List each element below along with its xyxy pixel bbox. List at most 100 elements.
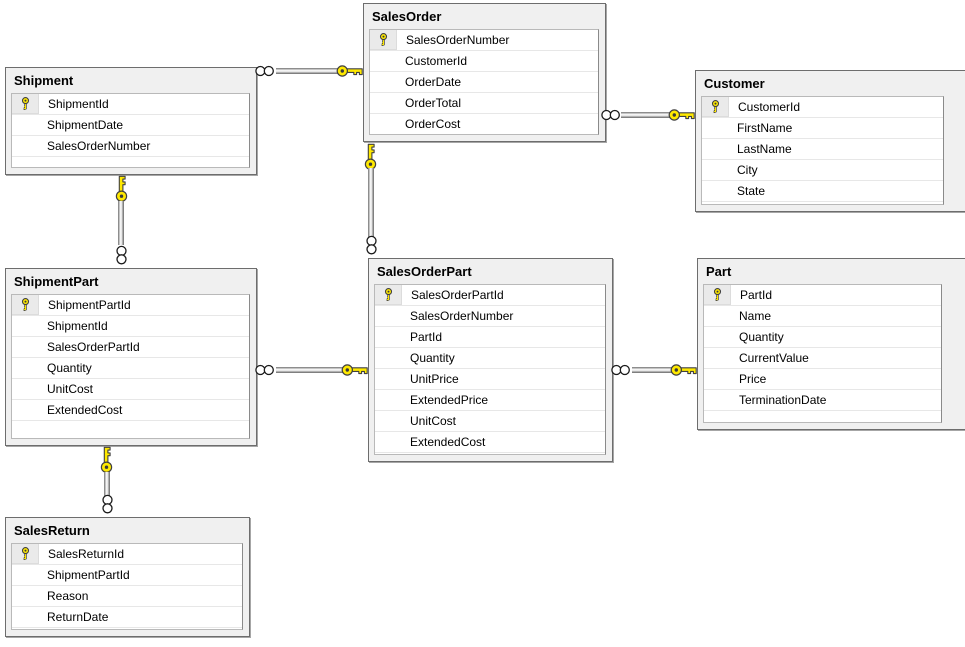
column-name: CustomerId	[738, 100, 801, 114]
table-row[interactable]: ExtendedCost	[375, 432, 605, 453]
row-icon-cell	[375, 348, 401, 368]
column-name: SalesOrderNumber	[410, 309, 514, 323]
relationship-line[interactable]	[276, 367, 344, 373]
table-row[interactable]: ShipmentPartId	[12, 565, 242, 586]
table-row[interactable]: CustomerId	[370, 51, 598, 72]
row-icon-cell	[12, 136, 38, 156]
row-icon-cell	[702, 139, 728, 159]
row-icon-cell	[12, 586, 38, 606]
column-name: ExtendedCost	[47, 403, 123, 417]
table-title: SalesReturn	[14, 522, 90, 538]
row-icon-cell	[704, 390, 730, 410]
primary-key-icon	[12, 94, 39, 114]
column-name: SalesOrderNumber	[47, 139, 151, 153]
table-titlebar[interactable]: Customer	[696, 71, 965, 95]
primary-key-icon	[704, 285, 731, 305]
table-titlebar[interactable]: Part	[698, 259, 965, 283]
table-row[interactable]: PartId	[704, 285, 941, 306]
table-row[interactable]: SalesOrderNumber	[370, 30, 598, 51]
table-row[interactable]: State	[702, 181, 943, 202]
table-row[interactable]: SalesReturnId	[12, 544, 242, 565]
table-row[interactable]: OrderCost	[370, 114, 598, 134]
table-row[interactable]: SalesOrderPartId	[375, 285, 605, 306]
table-row[interactable]: SalesOrderNumber	[375, 306, 605, 327]
column-name: PartId	[740, 288, 773, 302]
table-row[interactable]: ExtendedCost	[12, 400, 249, 421]
table-titlebar[interactable]: SalesOrderPart	[369, 259, 612, 283]
relationship-line[interactable]	[368, 168, 374, 238]
key-icon	[100, 446, 114, 474]
column-name: ShipmentPartId	[47, 568, 130, 582]
table-row[interactable]: ShipmentId	[12, 316, 249, 337]
table-row[interactable]: TerminationDate	[704, 390, 941, 411]
table-row[interactable]: ExtendedPrice	[375, 390, 605, 411]
table-row[interactable]: UnitCost	[12, 379, 249, 400]
column-name: Quantity	[410, 351, 455, 365]
table-row[interactable]: CustomerId	[702, 97, 943, 118]
row-icon-cell	[375, 369, 401, 389]
infinity-icon	[610, 364, 633, 376]
row-icon-cell	[12, 565, 38, 585]
table-row[interactable]: OrderTotal	[370, 93, 598, 114]
row-icon-cell	[704, 369, 730, 389]
row-icon-cell	[370, 72, 396, 92]
relationship-line[interactable]	[118, 201, 124, 245]
table-row[interactable]: Price	[704, 369, 941, 390]
table-title: ShipmentPart	[14, 273, 99, 289]
table-row[interactable]: FirstName	[702, 118, 943, 139]
relationship-line[interactable]	[276, 68, 339, 74]
table-titlebar[interactable]: Shipment	[6, 68, 256, 92]
table-row[interactable]: Reason	[12, 586, 242, 607]
column-name: SalesOrderPartId	[47, 340, 140, 354]
table-titlebar[interactable]: ShipmentPart	[6, 269, 256, 293]
table-row[interactable]: ShipmentDate	[12, 115, 249, 136]
table-row[interactable]: UnitCost	[375, 411, 605, 432]
table-titlebar[interactable]: SalesOrder	[364, 4, 605, 28]
table-row[interactable]: Name	[704, 306, 941, 327]
table-row[interactable]: UnitPrice	[375, 369, 605, 390]
table-row[interactable]: Quantity	[704, 327, 941, 348]
column-name: ShipmentPartId	[48, 298, 131, 312]
relationship-line[interactable]	[104, 472, 110, 499]
column-name: OrderCost	[405, 117, 461, 131]
row-icon-cell	[12, 607, 38, 627]
table-row[interactable]: SalesOrderPartId	[12, 337, 249, 358]
table-row[interactable]: PartId	[375, 327, 605, 348]
table-row[interactable]: LastName	[702, 139, 943, 160]
table-title: Customer	[704, 75, 765, 91]
column-name: ExtendedPrice	[410, 393, 489, 407]
relationship-line[interactable]	[621, 112, 671, 118]
row-icon-cell	[12, 379, 38, 399]
row-icon-cell	[370, 114, 396, 134]
table-row[interactable]: ShipmentId	[12, 94, 249, 115]
column-name: OrderTotal	[405, 96, 462, 110]
infinity-icon	[254, 65, 277, 77]
table-row[interactable]: City	[702, 160, 943, 181]
infinity-icon	[116, 245, 128, 268]
key-icon	[115, 175, 129, 203]
table-row[interactable]: Quantity	[375, 348, 605, 369]
table-title: Shipment	[14, 72, 74, 88]
table-titlebar[interactable]: SalesReturn	[6, 518, 249, 542]
table-row[interactable]: ReturnDate	[12, 607, 242, 628]
table-row[interactable]: SalesOrderNumber	[12, 136, 249, 157]
table-row[interactable]: CurrentValue	[704, 348, 941, 369]
table-row[interactable]: OrderDate	[370, 72, 598, 93]
relationship-line[interactable]	[632, 367, 673, 373]
table-row[interactable]: ShipmentPartId	[12, 295, 249, 316]
row-icon-cell	[702, 118, 728, 138]
table-row[interactable]: Quantity	[12, 358, 249, 379]
column-name: State	[737, 184, 766, 198]
infinity-icon	[254, 364, 277, 376]
column-name: FirstName	[737, 121, 793, 135]
